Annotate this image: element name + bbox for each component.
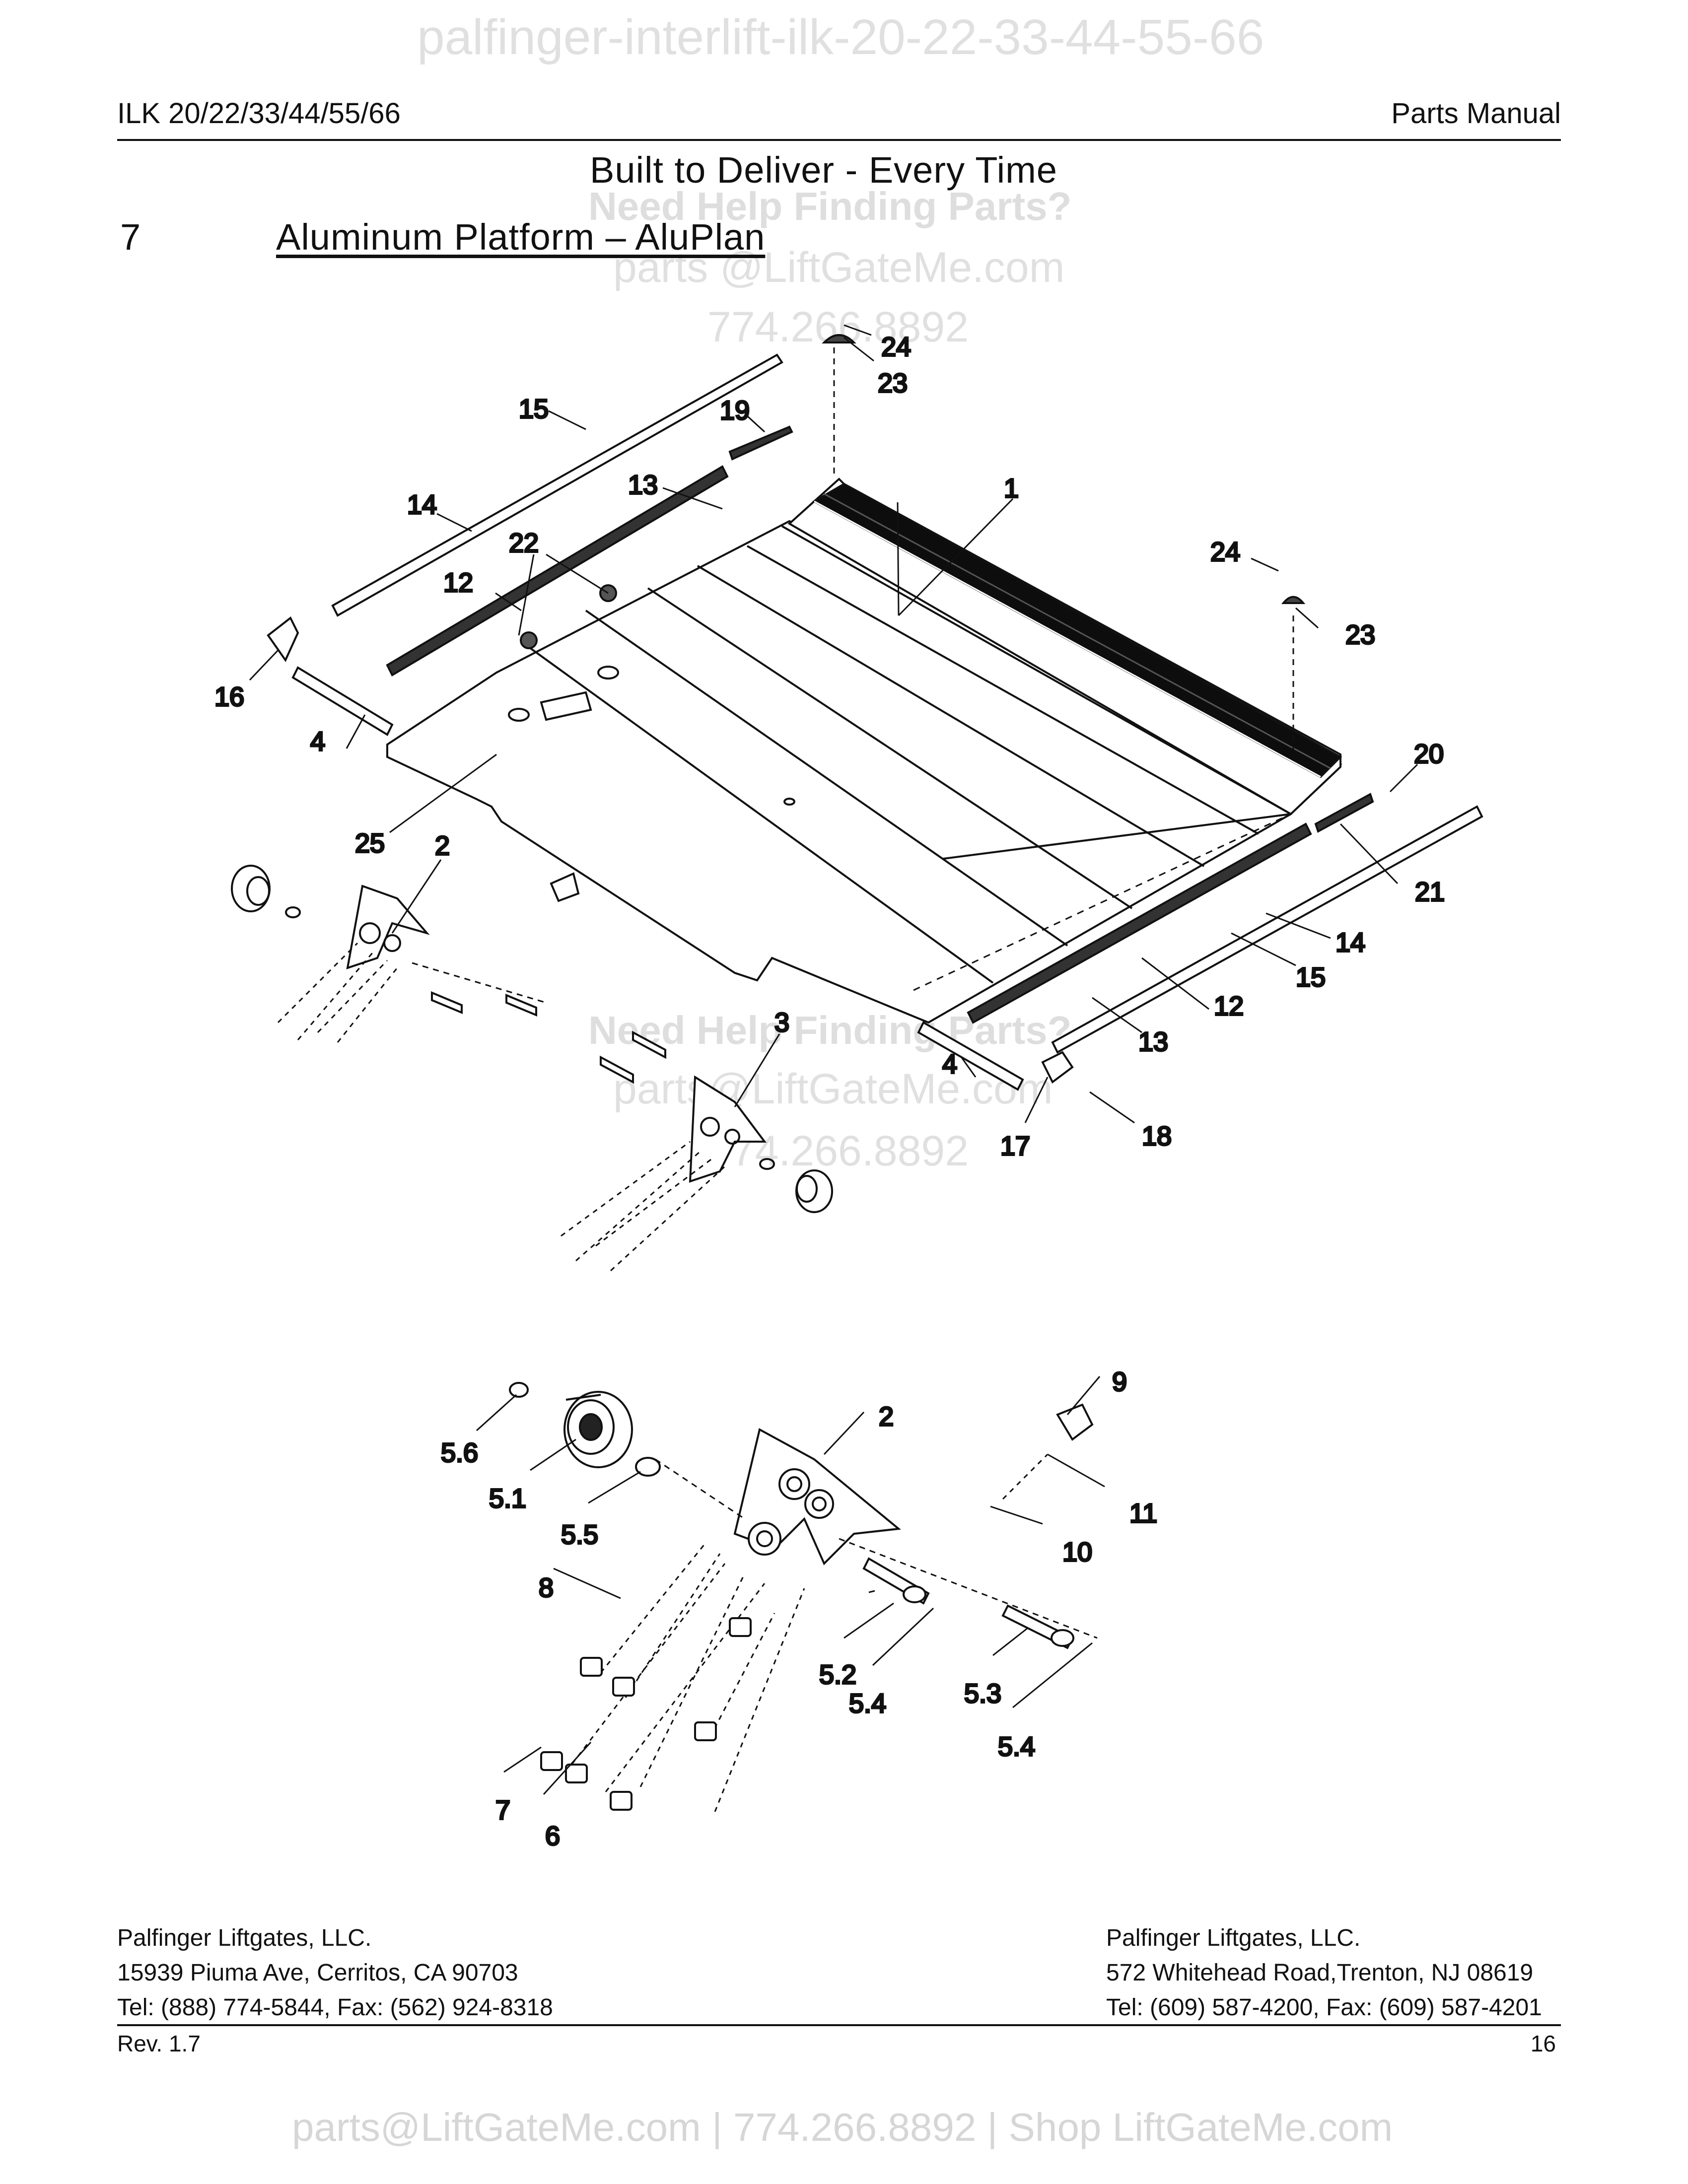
callout-19: 19 — [720, 396, 750, 425]
hinge-assembly-center — [550, 872, 833, 1272]
footer-left-contact: Tel: (888) 774-5844, Fax: (562) 924-8318 — [117, 1994, 553, 2021]
callout-13-right: 13 — [1138, 1027, 1168, 1057]
callout-detail-7: 7 — [495, 1795, 510, 1825]
callout-detail-5-2: 5.2 — [819, 1660, 856, 1690]
callout-23-top: 23 — [878, 368, 908, 398]
callout-24-right: 24 — [1210, 537, 1240, 567]
header-model: ILK 20/22/33/44/55/66 — [117, 97, 401, 130]
footer-right-contact: Tel: (609) 587-4200, Fax: (609) 587-4201 — [1106, 1994, 1542, 2021]
callout-14-left: 14 — [407, 490, 437, 520]
section-number: 7 — [120, 216, 141, 258]
watermark-email-1: parts @LiftGateMe.com — [613, 244, 1065, 291]
callout-detail-10: 10 — [1062, 1537, 1092, 1567]
tagline: Built to Deliver - Every Time — [590, 149, 1057, 191]
callout-detail-5-3: 5.3 — [964, 1679, 1001, 1708]
callout-2-top: 2 — [435, 831, 450, 861]
footer-left: Palfinger Liftgates, LLC. 15939 Piuma Av… — [117, 1921, 553, 2025]
callout-22: 22 — [509, 528, 539, 558]
footer-right-address: 572 Whitehead Road,Trenton, NJ 08619 — [1106, 1960, 1534, 1986]
watermark-help-1: Need Help Finding Parts? — [588, 184, 1072, 228]
callout-12-left: 12 — [443, 568, 473, 598]
callout-detail-11: 11 — [1129, 1499, 1157, 1528]
footer-rule — [117, 2024, 1561, 2026]
callout-24-top: 24 — [881, 332, 911, 362]
callout-detail-5-5: 5.5 — [561, 1520, 598, 1550]
callout-4-right: 4 — [942, 1049, 957, 1079]
section-title: Aluminum Platform – AluPlan — [276, 216, 766, 258]
callout-15-right: 15 — [1296, 962, 1326, 992]
callout-17: 17 — [1000, 1131, 1030, 1161]
callout-23-right: 23 — [1345, 620, 1375, 650]
footer-left-company: Palfinger Liftgates, LLC. — [117, 1925, 372, 1951]
callout-detail-8: 8 — [539, 1573, 554, 1603]
right-rails — [917, 793, 1483, 1091]
callout-detail-2: 2 — [879, 1402, 894, 1432]
callout-detail-6: 6 — [545, 1821, 560, 1851]
watermark-help-2: Need Help Finding Parts? — [588, 1008, 1072, 1052]
callout-3: 3 — [774, 1008, 789, 1037]
left-rails — [267, 334, 1306, 750]
callout-18: 18 — [1142, 1121, 1172, 1151]
callout-21: 21 — [1415, 877, 1445, 907]
callout-13-left: 13 — [628, 470, 658, 500]
callout-4-left: 4 — [310, 727, 325, 756]
callout-16: 16 — [214, 682, 244, 712]
watermark-bottom: parts@LiftGateMe.com | 774.266.8892 | Sh… — [292, 2105, 1393, 2149]
callout-14-right: 14 — [1336, 928, 1365, 957]
callout-12-right: 12 — [1214, 991, 1244, 1021]
footer-page-number: 16 — [1530, 2031, 1556, 2056]
callout-detail-5-4-a: 5.4 — [849, 1689, 886, 1718]
hinge-assembly-left — [231, 865, 547, 1043]
hinge-bracket-detail — [509, 1382, 1098, 1812]
watermark-top: palfinger-interlift-ilk-20-22-33-44-55-6… — [417, 9, 1265, 65]
footer-right-company: Palfinger Liftgates, LLC. — [1106, 1925, 1361, 1951]
callout-detail-9: 9 — [1112, 1367, 1127, 1397]
header-doc-type: Parts Manual — [1391, 97, 1561, 130]
footer-left-address: 15939 Piuma Ave, Cerritos, CA 90703 — [117, 1960, 518, 1986]
platform-plate — [386, 478, 1342, 1024]
callout-detail-5-4-b: 5.4 — [998, 1732, 1035, 1762]
callout-detail-5-6: 5.6 — [441, 1438, 478, 1468]
callout-leaders — [249, 324, 1418, 1795]
callout-25: 25 — [355, 828, 385, 858]
watermark-email-2: parts@LiftGateMe.com — [613, 1065, 1053, 1113]
callout-1: 1 — [1004, 474, 1019, 503]
callout-15-left: 15 — [519, 394, 549, 424]
callout-20: 20 — [1414, 739, 1444, 769]
footer-right: Palfinger Liftgates, LLC. 572 Whitehead … — [1106, 1921, 1542, 2025]
footer-revision: Rev. 1.7 — [117, 2031, 201, 2056]
callout-detail-5-1: 5.1 — [489, 1484, 526, 1513]
header-rule — [117, 139, 1561, 141]
